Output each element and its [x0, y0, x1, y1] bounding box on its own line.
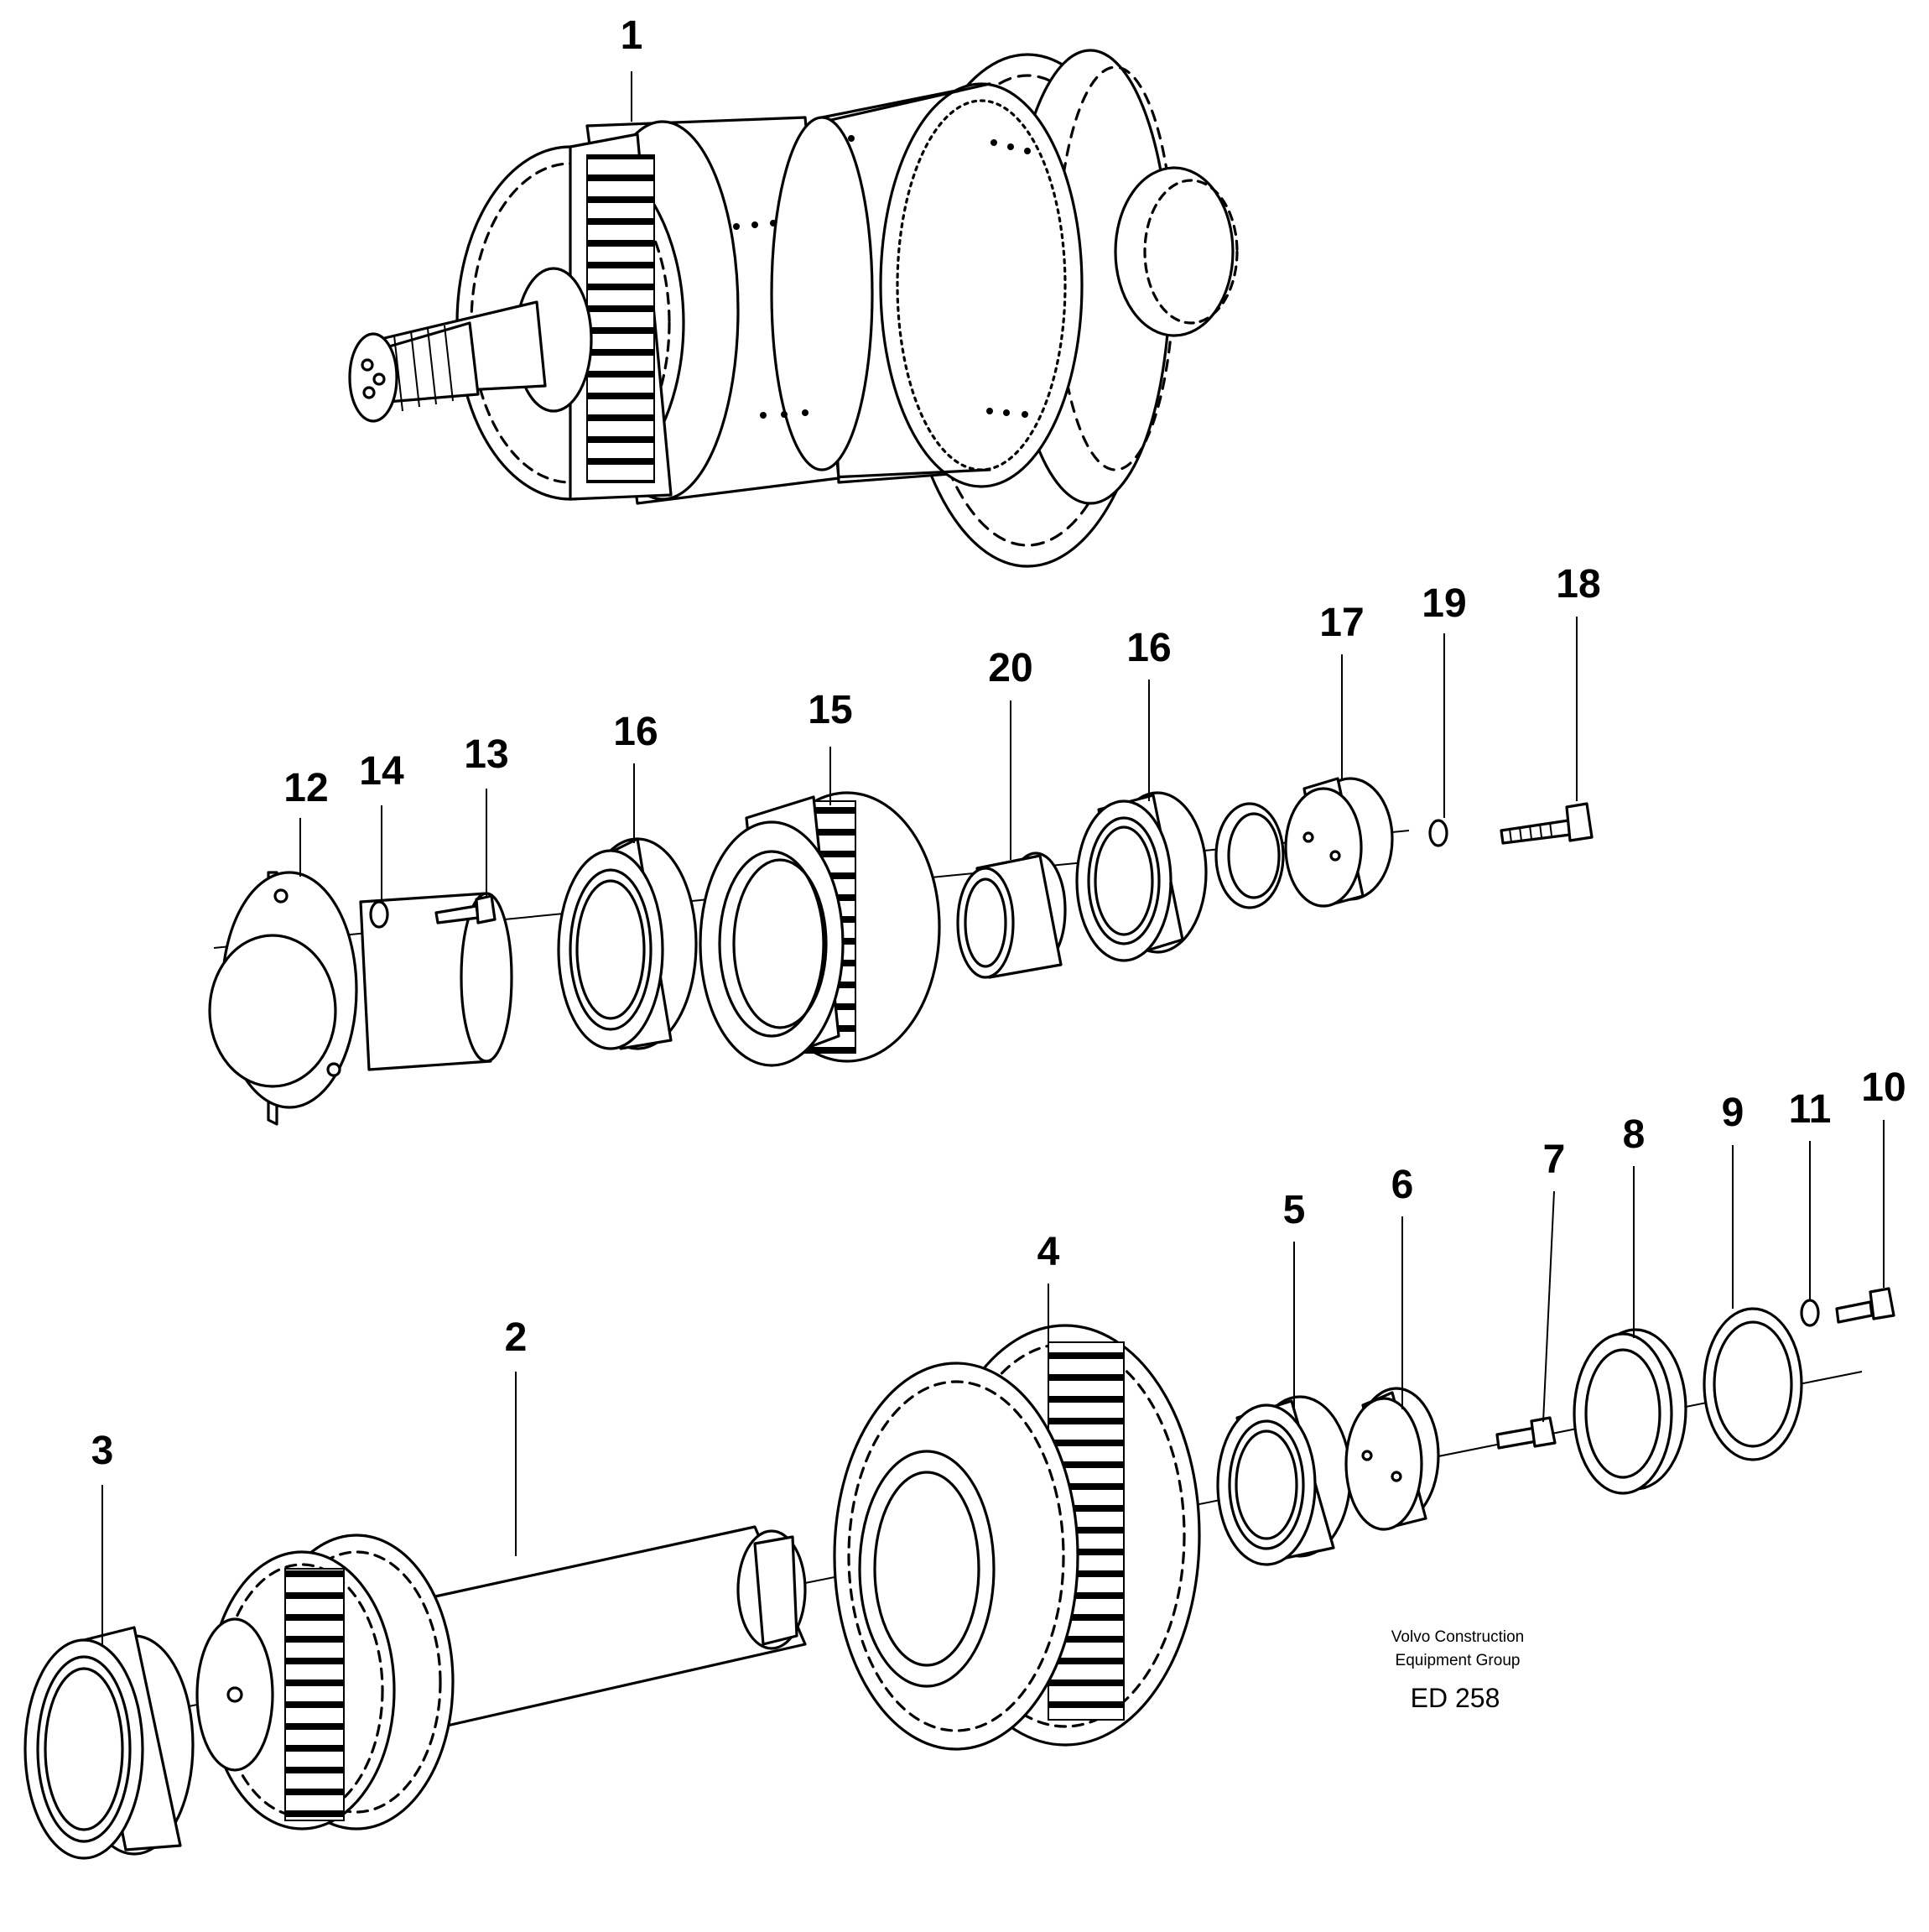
callout-3: 3 [91, 1429, 114, 1473]
part-9-ring [1703, 1307, 1803, 1461]
part-7-bolt [1495, 1416, 1557, 1450]
callout-7: 7 [1543, 1138, 1566, 1182]
second-drum [803, 82, 1084, 488]
callout-18: 18 [1556, 562, 1600, 607]
part-5-bearing [1216, 1395, 1352, 1566]
part-3-bearing [23, 1626, 195, 1860]
callout-9: 9 [1722, 1091, 1744, 1135]
part-16-bearing-left [557, 837, 698, 1050]
part-8-seal [1573, 1328, 1687, 1495]
part-1-clutch-drum-assembly [348, 49, 1239, 568]
drawing-code: ED 258 [1411, 1683, 1500, 1713]
part-18-bolt [1500, 802, 1594, 845]
callout-15: 15 [808, 688, 852, 732]
part-14-washer [369, 900, 389, 929]
callout-2: 2 [505, 1315, 528, 1360]
part-10-bolt [1835, 1287, 1895, 1324]
callout-10: 10 [1861, 1065, 1906, 1110]
part-17-cover [1284, 777, 1394, 908]
callout-14: 14 [359, 749, 404, 794]
callout-13: 13 [464, 732, 508, 777]
part-12-housing [208, 871, 513, 1126]
leader-lines [101, 71, 1885, 1644]
shaft-oil-holes [361, 358, 386, 399]
callout-6: 6 [1391, 1163, 1414, 1207]
callout-16-left: 16 [613, 710, 658, 754]
part-6-cover [1344, 1387, 1440, 1531]
callout-11: 11 [1789, 1087, 1832, 1132]
credit-company-line2: Equipment Group [1396, 1652, 1521, 1669]
callout-1: 1 [621, 13, 643, 58]
part-20-sleeve [956, 851, 1067, 979]
input-shaft [348, 267, 593, 423]
part-4-double-gear [833, 1324, 1201, 1751]
callout-16-right: 16 [1126, 626, 1171, 670]
part-2-countershaft [195, 1525, 807, 1830]
credit-company-line1: Volvo Construction [1391, 1628, 1524, 1646]
callout-labels: 1 12 14 13 16 15 20 16 17 19 18 3 2 4 5 … [91, 13, 1906, 1473]
callout-12: 12 [283, 766, 328, 810]
part-13-bolt [434, 894, 497, 924]
callout-20: 20 [988, 646, 1032, 690]
callout-4: 4 [1037, 1230, 1060, 1274]
part-11-washer [1800, 1299, 1820, 1327]
callout-19: 19 [1422, 581, 1466, 626]
part-16-bearing-right [1075, 791, 1208, 962]
callout-17: 17 [1319, 601, 1364, 645]
part-ring-seal-middle [1214, 802, 1285, 909]
part-19-washer [1428, 819, 1448, 847]
callout-8: 8 [1623, 1112, 1646, 1157]
callout-5: 5 [1283, 1188, 1306, 1232]
credit-block: Volvo Construction Equipment Group ED 25… [1391, 1628, 1524, 1713]
part-15-gear [699, 791, 941, 1067]
